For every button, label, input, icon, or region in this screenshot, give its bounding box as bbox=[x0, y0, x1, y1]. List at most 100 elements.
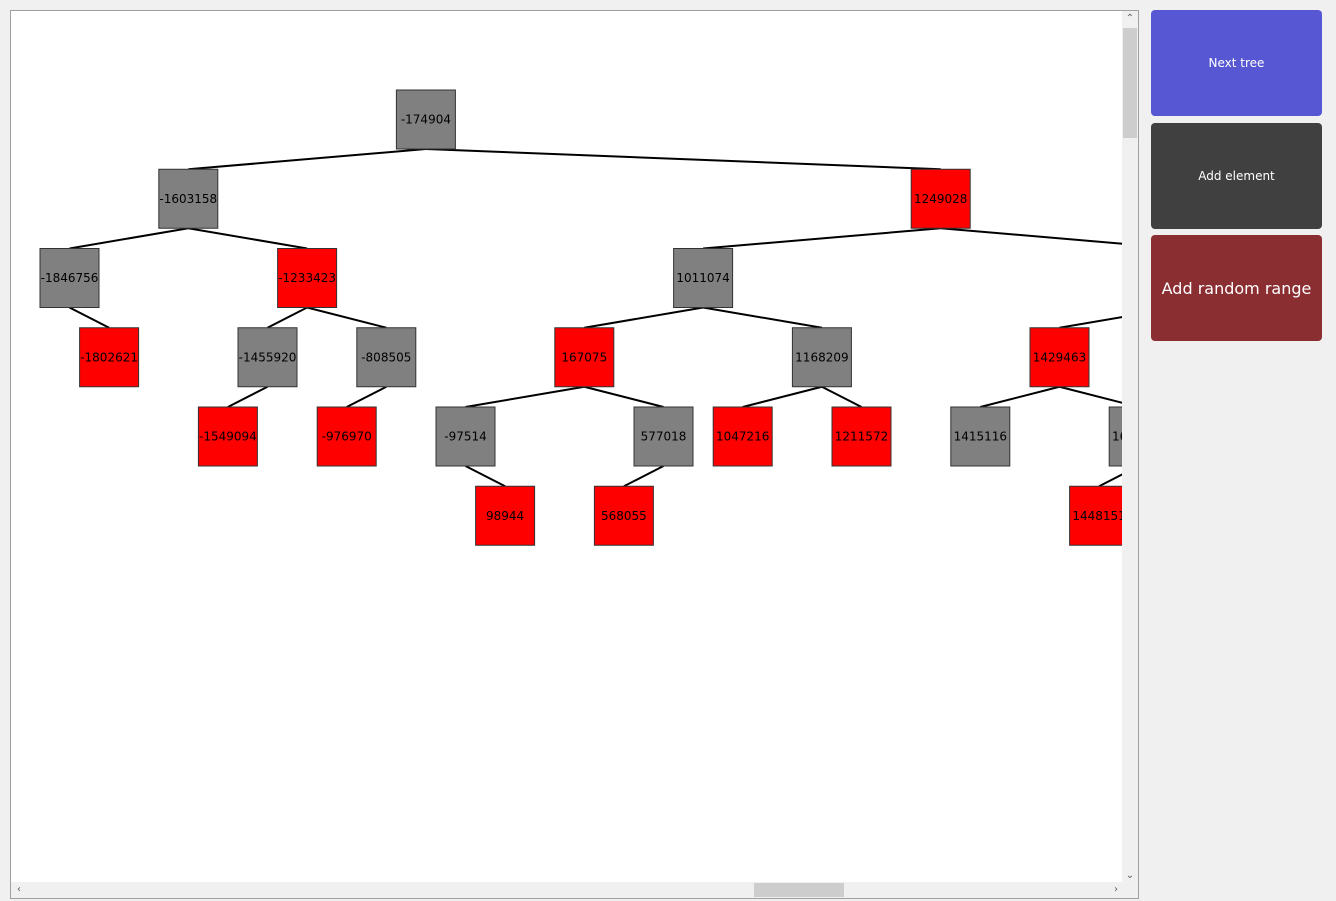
tree-node-value: -97514 bbox=[444, 430, 487, 444]
vertical-scroll-thumb[interactable] bbox=[1123, 28, 1137, 138]
tree-node: -808505 bbox=[356, 327, 417, 388]
horizontal-scrollbar[interactable]: ‹ › bbox=[11, 882, 1124, 898]
tree-node: -97514 bbox=[435, 406, 496, 467]
tree-node-box bbox=[712, 406, 773, 467]
tree-edge bbox=[188, 148, 426, 171]
tree-node-box bbox=[277, 248, 338, 308]
tree-node: -1802621 bbox=[79, 327, 140, 388]
tree-edge bbox=[821, 385, 862, 408]
tree-node-box bbox=[593, 485, 654, 546]
tree-node: -1233423 bbox=[277, 248, 338, 308]
tree-node-value: 1011074 bbox=[676, 271, 729, 285]
tree-node-value: -1233423 bbox=[278, 271, 336, 285]
tree-node: -1603158 bbox=[158, 168, 219, 229]
tree-node-value: -174904 bbox=[401, 113, 451, 127]
tree-node-box bbox=[79, 327, 140, 388]
tree-node: 568055 bbox=[593, 485, 654, 546]
tree-edge bbox=[267, 306, 308, 329]
tree-node-value: 577018 bbox=[641, 430, 687, 444]
tree-node-value: -1603158 bbox=[159, 192, 217, 206]
tree-node-value: -976970 bbox=[322, 430, 372, 444]
tree-node-value: -808505 bbox=[361, 350, 411, 364]
tree-node-value: 1168209 bbox=[795, 350, 848, 364]
tree-node-value: 1249028 bbox=[914, 192, 967, 206]
tree-node-value: 1211572 bbox=[835, 430, 888, 444]
tree-node-box bbox=[158, 168, 219, 229]
scroll-left-arrow-icon[interactable]: ‹ bbox=[17, 884, 21, 895]
tree-node: 1646829 bbox=[1108, 406, 1124, 467]
tree-node: 1249028 bbox=[910, 168, 971, 229]
tree-edge bbox=[188, 227, 308, 250]
tree-edges bbox=[69, 148, 1124, 488]
tree-node: 1415116 bbox=[950, 406, 1011, 467]
tree-node-box bbox=[554, 327, 615, 388]
tree-node-value: 1415116 bbox=[954, 430, 1007, 444]
tree-node-box bbox=[1108, 406, 1124, 467]
tree-node-value: 1429463 bbox=[1033, 350, 1086, 364]
tree-node-box bbox=[673, 248, 734, 308]
tree-node-box bbox=[197, 406, 258, 467]
tree-node-box bbox=[633, 406, 694, 467]
tree-node-box bbox=[356, 327, 417, 388]
tree-node-value: -1846756 bbox=[41, 271, 99, 285]
tree-edge bbox=[742, 385, 823, 408]
tree-node: -976970 bbox=[316, 406, 377, 467]
tree-node: -1846756 bbox=[39, 248, 100, 308]
tree-edge bbox=[425, 148, 941, 171]
scroll-up-arrow-icon[interactable]: ⌃ bbox=[1125, 13, 1135, 24]
tree-canvas[interactable]: -174904 -1603158 1249028 -1846756 -1233423 10… bbox=[10, 10, 1139, 899]
tree-node-value: -1455920 bbox=[239, 350, 297, 364]
tree-node: 1168209 bbox=[791, 327, 852, 388]
tree-edge bbox=[940, 227, 1124, 245]
tree-node: -1549094 bbox=[197, 406, 258, 467]
tree-node-box bbox=[1069, 485, 1124, 546]
tree-node-value: 1047216 bbox=[716, 430, 769, 444]
tree-edge bbox=[584, 385, 664, 408]
tree-edge bbox=[465, 385, 585, 408]
tree-node-box bbox=[475, 485, 536, 546]
scroll-right-arrow-icon[interactable]: › bbox=[1114, 884, 1118, 895]
tree-node-box bbox=[950, 406, 1011, 467]
horizontal-scroll-thumb[interactable] bbox=[754, 883, 844, 897]
tree-node: -1455920 bbox=[237, 327, 298, 388]
tree-edge bbox=[623, 465, 664, 488]
tree-node: 1211572 bbox=[831, 406, 892, 467]
tree-edge bbox=[465, 465, 506, 488]
tree-node-value: 568055 bbox=[601, 509, 647, 523]
tree-node-box bbox=[435, 406, 496, 467]
tree-node-value: 167075 bbox=[561, 350, 607, 364]
tree-node: 1047216 bbox=[712, 406, 773, 467]
tree-node-value: 1448151 bbox=[1072, 509, 1124, 523]
tree-edge bbox=[306, 306, 387, 329]
tree-edge bbox=[1059, 385, 1124, 405]
tree-node-value: -1802621 bbox=[80, 350, 138, 364]
tree-node: 1448151 bbox=[1069, 485, 1124, 546]
tree-edge bbox=[69, 227, 189, 250]
vertical-scrollbar[interactable]: ⌃ ⌄ bbox=[1122, 11, 1138, 884]
scroll-down-arrow-icon[interactable]: ⌄ bbox=[1125, 870, 1135, 881]
tree-edge bbox=[227, 385, 268, 408]
tree-node-value: -1549094 bbox=[199, 430, 257, 444]
tree-node-box bbox=[316, 406, 377, 467]
add-random-range-button[interactable]: Add random range bbox=[1151, 235, 1322, 341]
tree-edge bbox=[69, 306, 110, 329]
tree-edge bbox=[980, 385, 1060, 408]
tree-node-value: 1646829 bbox=[1112, 430, 1124, 444]
tree-node-box bbox=[395, 89, 456, 150]
tree-node: 1429463 bbox=[1029, 327, 1090, 388]
tree-node: 1011074 bbox=[673, 248, 734, 308]
tree-node-box bbox=[791, 327, 852, 388]
scrollbar-corner bbox=[1122, 882, 1138, 898]
tree-edge bbox=[703, 227, 941, 250]
next-tree-button[interactable]: Next tree bbox=[1151, 10, 1322, 116]
tree-node: 167075 bbox=[554, 327, 615, 388]
tree-node-box bbox=[39, 248, 100, 308]
tree-edge bbox=[346, 385, 387, 408]
tree-edge bbox=[1059, 315, 1124, 329]
tree-node-box bbox=[831, 406, 892, 467]
tree-node-box bbox=[237, 327, 298, 388]
add-element-button[interactable]: Add element bbox=[1151, 123, 1322, 229]
tree-edge bbox=[702, 306, 823, 329]
tree-node: 98944 bbox=[475, 485, 536, 546]
tree-edge bbox=[1098, 472, 1124, 488]
